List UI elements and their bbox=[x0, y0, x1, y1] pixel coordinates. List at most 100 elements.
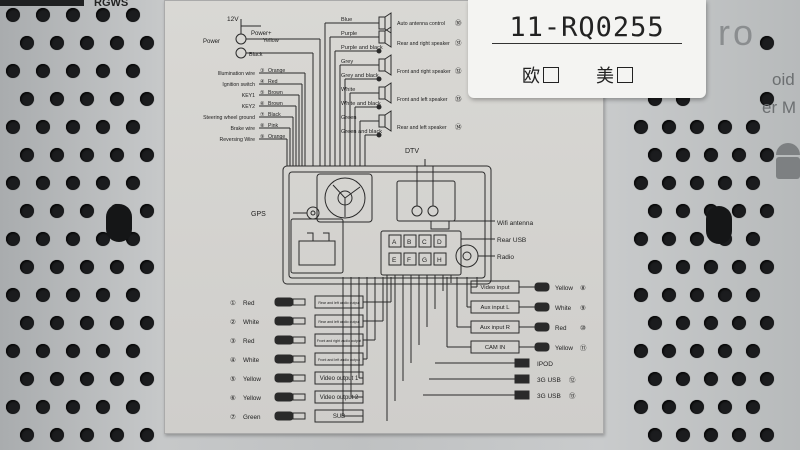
panel-hole bbox=[648, 260, 662, 274]
panel-hole bbox=[126, 176, 140, 190]
panel-hole bbox=[140, 36, 154, 50]
left-wire-number: ⑦ bbox=[260, 112, 265, 118]
speaker-label: Front and left speaker bbox=[397, 97, 448, 103]
panel-hole bbox=[126, 120, 140, 134]
panel-hole bbox=[760, 260, 774, 274]
speaker-number: ㉞ bbox=[455, 123, 462, 131]
speaker-number: ㉝ bbox=[455, 95, 462, 103]
panel-hole bbox=[66, 64, 80, 78]
speaker-wire-end bbox=[376, 132, 382, 138]
power-label: Power bbox=[203, 39, 220, 45]
panel-hole bbox=[690, 232, 704, 246]
rca-collar bbox=[292, 393, 306, 401]
panel-hole bbox=[126, 400, 140, 414]
speaker-wire-color: Blue bbox=[341, 17, 352, 23]
gps-label: GPS bbox=[251, 211, 266, 218]
panel-hole bbox=[746, 344, 760, 358]
panel-hole bbox=[634, 176, 648, 190]
panel-hole bbox=[80, 372, 94, 386]
panel-hole bbox=[690, 120, 704, 134]
panel-hole bbox=[36, 8, 50, 22]
panel-hole bbox=[662, 176, 676, 190]
port-number: ⑫ bbox=[569, 376, 576, 384]
input-label: Aux input R bbox=[480, 325, 510, 331]
panel-hole bbox=[50, 260, 64, 274]
speaker-number: ㉜ bbox=[455, 67, 462, 75]
connector-pin bbox=[403, 252, 417, 266]
speaker-label: Front and right speaker bbox=[397, 69, 451, 75]
region-label-2: 美 bbox=[596, 66, 614, 87]
connector-pin-label: H bbox=[437, 257, 442, 264]
panel-hole bbox=[760, 316, 774, 330]
panel-hole bbox=[140, 260, 154, 274]
speaker-wire-color: Green and black bbox=[341, 129, 382, 135]
panel-hole bbox=[676, 372, 690, 386]
radio-label: Radio bbox=[497, 254, 514, 261]
panel-hole bbox=[732, 428, 746, 442]
panel-hole bbox=[6, 288, 20, 302]
speaker-wire-color: Green bbox=[341, 115, 357, 121]
panel-hole bbox=[66, 120, 80, 134]
panel-hole bbox=[648, 148, 662, 162]
panel-hole bbox=[648, 372, 662, 386]
panel-hole bbox=[96, 176, 110, 190]
panel-hole bbox=[96, 344, 110, 358]
connector-pin bbox=[433, 252, 447, 266]
panel-hole bbox=[676, 204, 690, 218]
wifi-antenna-label: Wifi antenna bbox=[497, 220, 534, 227]
speaker-wire-color: Grey bbox=[341, 59, 353, 65]
rca-plug bbox=[534, 302, 550, 312]
panel-hole bbox=[126, 344, 140, 358]
panel-hole bbox=[634, 232, 648, 246]
speaker-label: Rear and left speaker bbox=[397, 125, 447, 131]
output-label: Video output 2 bbox=[320, 395, 359, 401]
output-color: Green bbox=[243, 414, 261, 421]
panel-hole bbox=[704, 316, 718, 330]
panel-hole bbox=[760, 36, 774, 50]
rca-plug bbox=[274, 411, 294, 421]
panel-hole bbox=[140, 316, 154, 330]
power-black-label: Black bbox=[249, 52, 263, 58]
panel-hole bbox=[110, 260, 124, 274]
panel-hole bbox=[80, 260, 94, 274]
input-number: ⑧ bbox=[580, 284, 586, 292]
speaker-wire-color: Purple bbox=[341, 31, 357, 37]
panel-hole bbox=[634, 120, 648, 134]
speaker-symbol-cone bbox=[384, 12, 392, 34]
region-checkbox-2 bbox=[617, 67, 633, 83]
rca-plug bbox=[274, 392, 294, 402]
background-text-ro: ro bbox=[718, 12, 757, 53]
input-label: CAM IN bbox=[485, 345, 505, 351]
panel-hole bbox=[6, 344, 20, 358]
panel-hole bbox=[80, 148, 94, 162]
panel-hole bbox=[80, 316, 94, 330]
speaker-label: Rear and right speaker bbox=[397, 41, 450, 47]
brand-logo-text: RGWS bbox=[94, 0, 128, 9]
panel-hole bbox=[20, 92, 34, 106]
left-wire-color: Black bbox=[268, 112, 281, 118]
panel-hole bbox=[80, 92, 94, 106]
left-wire-color: Brown bbox=[268, 101, 283, 107]
wiring-diagram: 12V Power Power+ Yellow Black DTV GPS Wi… bbox=[203, 12, 587, 423]
panel-hole bbox=[6, 8, 20, 22]
port-label: IPOD bbox=[537, 361, 553, 368]
usb-plug bbox=[514, 390, 530, 400]
panel-hole bbox=[634, 344, 648, 358]
panel-hole bbox=[36, 288, 50, 302]
left-wire-label: Brake wire bbox=[230, 126, 255, 132]
panel-hole bbox=[96, 288, 110, 302]
panel-hole bbox=[80, 36, 94, 50]
panel-hole bbox=[66, 344, 80, 358]
output-label: Front and left audio output bbox=[318, 358, 360, 362]
input-number: ⑩ bbox=[580, 324, 586, 332]
output-label: Rear and left audio output bbox=[318, 301, 359, 305]
left-wire-color: Red bbox=[268, 79, 278, 85]
panel-hole bbox=[110, 372, 124, 386]
output-number: ⑤ bbox=[230, 375, 236, 383]
rca-plug bbox=[274, 297, 294, 307]
speaker-wire-color: White bbox=[341, 87, 355, 93]
panel-hole bbox=[704, 260, 718, 274]
dtv-label: DTV bbox=[405, 148, 419, 155]
output-color: Red bbox=[243, 338, 255, 345]
output-number: ⑦ bbox=[230, 413, 236, 421]
